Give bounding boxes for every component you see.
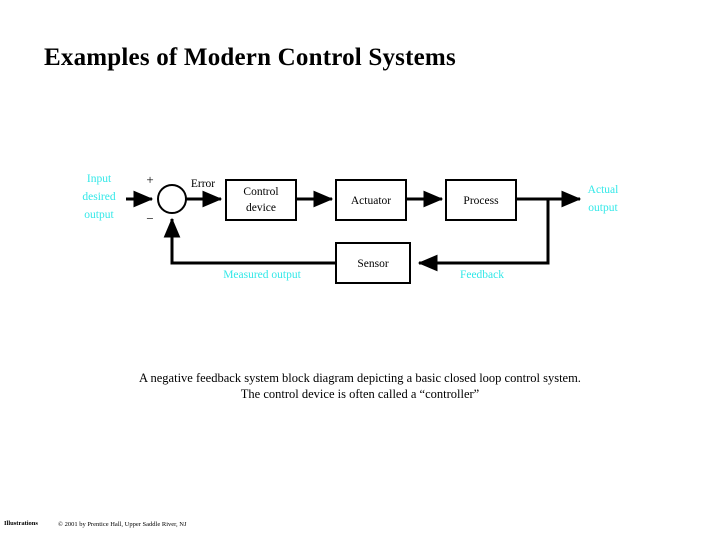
footer-copyright: © 2001 by Prentice Hall, Upper Saddle Ri… [58, 521, 187, 528]
signal-label-input-line1: Input [87, 173, 112, 185]
signal-label-measured-output: Measured output [223, 269, 301, 281]
block-actuator [335, 179, 407, 221]
block-label-process: Process [463, 195, 499, 207]
block-process [445, 179, 517, 221]
wire-feedback-to-sensor [417, 199, 550, 272]
block-sensor [335, 242, 411, 284]
caption-line-1: A negative feedback system block diagram… [139, 371, 581, 385]
footer-label: Illustrations [4, 520, 38, 527]
summing-junction-minus-sign: − [146, 211, 153, 226]
control-system-block-diagram: Input desired output + − Error Control d… [0, 150, 720, 310]
block-label-actuator: Actuator [351, 195, 391, 207]
block-label-sensor: Sensor [357, 258, 388, 270]
block-label-control-device-line1: Control [243, 186, 278, 198]
slide-footer: Illustrations © 2001 by Prentice Hall, U… [0, 520, 720, 540]
signal-label-input-line3: output [84, 209, 114, 221]
wire-sensor-to-sum [163, 217, 336, 265]
signal-label-input-line2: desired [82, 191, 115, 203]
summing-junction-plus-sign: + [146, 172, 153, 187]
page-title: Examples of Modern Control Systems [44, 44, 456, 71]
summing-junction [157, 184, 187, 214]
signal-label-actual-output-line1: Actual [588, 184, 619, 196]
signal-label-feedback: Feedback [460, 269, 504, 281]
signal-label-actual-output-line2: output [588, 202, 618, 214]
signal-label-error: Error [191, 178, 215, 190]
diagram-caption: A negative feedback system block diagram… [60, 370, 660, 402]
block-label-control-device-line2: device [246, 202, 276, 214]
caption-line-2: The control device is often called a “co… [240, 387, 480, 401]
